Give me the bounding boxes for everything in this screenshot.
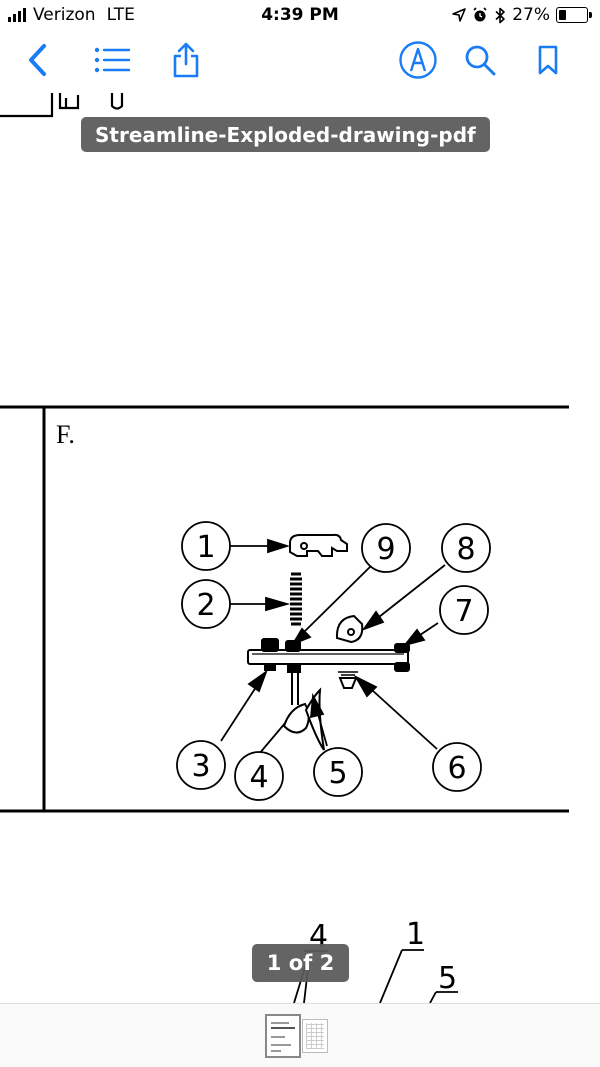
callout-5: 5 <box>328 756 347 791</box>
outline-list-icon <box>94 47 131 73</box>
markup-icon <box>399 41 437 79</box>
back-icon <box>29 44 46 76</box>
section-frame <box>0 405 569 813</box>
assembly-parts <box>247 533 410 751</box>
bookmark-icon <box>538 45 558 75</box>
callout-9: 9 <box>376 532 395 567</box>
search-button[interactable] <box>458 38 502 82</box>
document-title: Streamline-Exploded-drawing-pdf <box>81 117 490 152</box>
callout-6: 6 <box>447 751 466 786</box>
callout-3: 3 <box>191 749 210 784</box>
markup-button[interactable] <box>396 38 440 82</box>
callout-7: 7 <box>454 594 473 629</box>
next-callout-1: 1 <box>406 917 425 952</box>
battery-icon <box>556 7 592 23</box>
callout-2: 2 <box>196 588 215 623</box>
search-icon <box>465 45 496 76</box>
outline-list-button[interactable] <box>90 38 134 82</box>
back-button[interactable] <box>16 38 60 82</box>
network-type: LTE <box>106 5 135 25</box>
pdf-page-drawing[interactable]: F. <box>0 0 600 1003</box>
page-indicator: 1 of 2 <box>252 944 349 982</box>
bookmark-button[interactable] <box>526 38 570 82</box>
alarm-icon <box>473 7 487 22</box>
next-callout-5: 5 <box>438 961 457 996</box>
thumbnail-strip <box>0 1003 600 1067</box>
battery-percent: 27% <box>512 5 550 25</box>
share-icon <box>173 42 199 78</box>
page-thumbnail-1[interactable] <box>265 1014 301 1058</box>
clock: 4:39 PM <box>261 5 339 25</box>
bluetooth-icon <box>495 7 506 23</box>
callout-8: 8 <box>456 532 475 567</box>
callout-4: 4 <box>249 760 268 795</box>
share-button[interactable] <box>164 38 208 82</box>
signal-icon <box>8 8 26 22</box>
page-thumbnail-2[interactable] <box>302 1019 328 1053</box>
callout-1: 1 <box>196 530 215 565</box>
pdf-toolbar <box>0 30 600 90</box>
carrier-name: Verizon <box>33 5 96 25</box>
location-icon <box>452 8 467 22</box>
section-label: F. <box>56 420 75 449</box>
status-bar: Verizon LTE 4:39 PM 27% <box>0 0 600 30</box>
callout-bubbles <box>176 521 491 801</box>
previous-section-remnant <box>0 93 124 118</box>
callout-leaders <box>220 538 446 755</box>
